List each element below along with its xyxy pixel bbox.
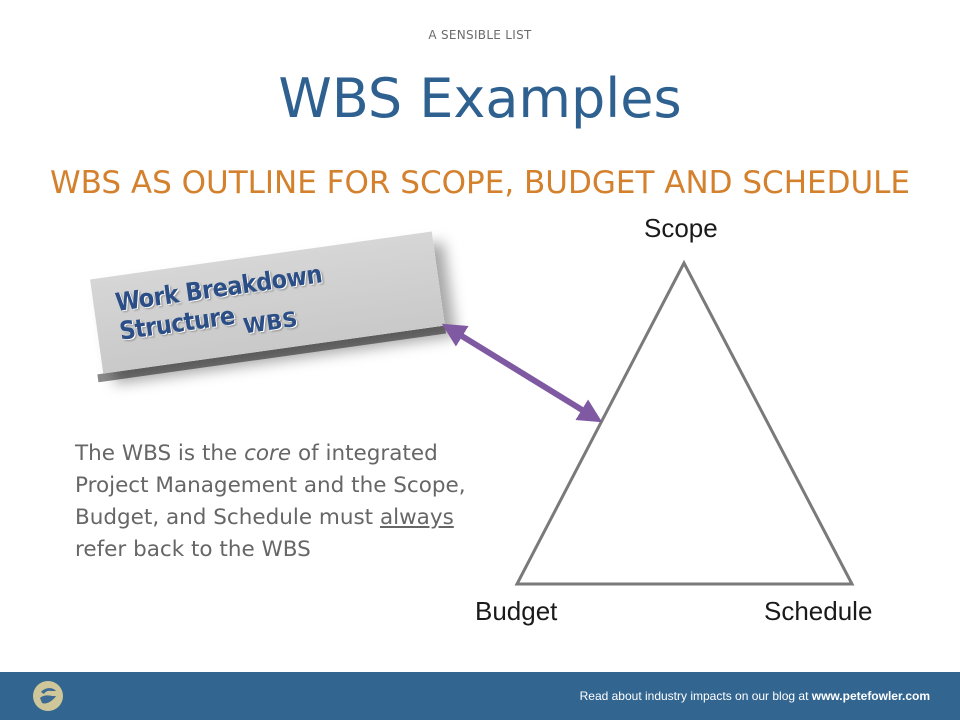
slide-subtitle: WBS AS OUTLINE FOR SCOPE, BUDGET AND SCH…	[49, 165, 911, 201]
body-underlined: always	[379, 505, 454, 530]
body-emphasis: core	[244, 441, 292, 466]
company-logo-icon	[33, 681, 63, 711]
slide-title: WBS Examples	[278, 67, 682, 130]
body-part2: of integrated Project Management and the…	[75, 441, 466, 530]
body-part3: refer back to the WBS	[75, 537, 311, 562]
footer-bar: Read about industry impacts on our blog …	[0, 672, 960, 720]
schedule-label: Schedule	[764, 596, 873, 626]
footer-website-link[interactable]: www.petefowler.com	[811, 689, 930, 703]
scope-triangle-diagram	[441, 259, 855, 586]
body-paragraph: The WBS is the core of integrated Projec…	[75, 438, 475, 566]
double-arrow	[441, 323, 603, 423]
scope-label: Scope	[644, 213, 718, 243]
footer-text-label: Read about industry impacts on our blog …	[579, 689, 812, 703]
triangle-shape	[514, 259, 855, 586]
budget-label: Budget	[475, 596, 558, 626]
footer-blog-text: Read about industry impacts on our blog …	[580, 689, 930, 703]
slide-kicker: A SENSIBLE LIST	[428, 28, 532, 42]
body-part1: The WBS is the	[75, 441, 245, 466]
